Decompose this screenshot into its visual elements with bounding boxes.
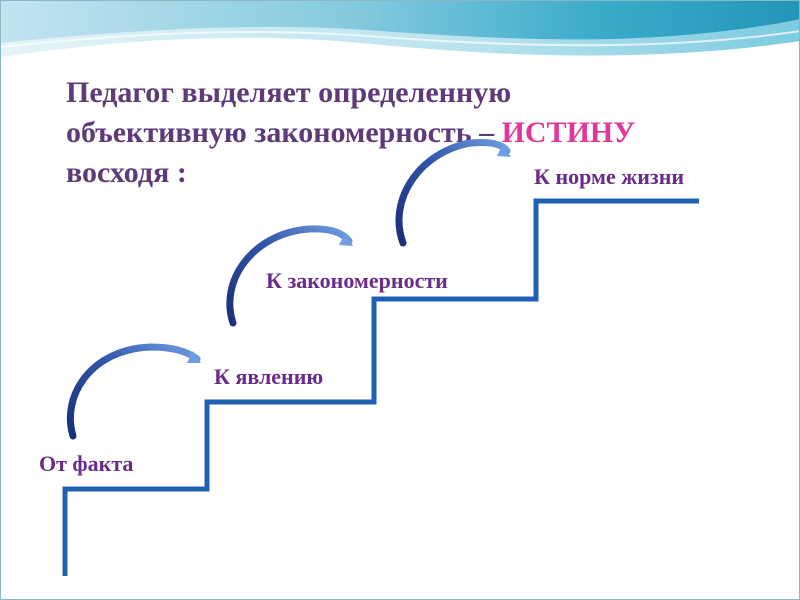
arc-arrow-3 <box>395 139 511 247</box>
arc-arrow-2 <box>226 225 353 327</box>
title-line-3: восходя : <box>66 156 187 189</box>
title-line-2: объективную закономерность – <box>66 116 502 149</box>
wave-front <box>1 1 799 43</box>
slide-title: Педагог выделяет определенную объективну… <box>66 73 766 193</box>
step-label-regularity: К закономерности <box>266 268 448 293</box>
title-line-1: Педагог выделяет определенную <box>66 76 512 109</box>
step-label-fact: От факта <box>39 451 134 476</box>
title-highlight-istina: ИСТИНУ <box>501 116 636 149</box>
step-label-phenomenon: К явлению <box>214 364 324 389</box>
step-label-life-norm: К норме жизни <box>534 164 685 189</box>
arc-arrow-1 <box>66 343 201 440</box>
wave-highlight <box>1 30 799 48</box>
stair-line <box>62 198 699 576</box>
